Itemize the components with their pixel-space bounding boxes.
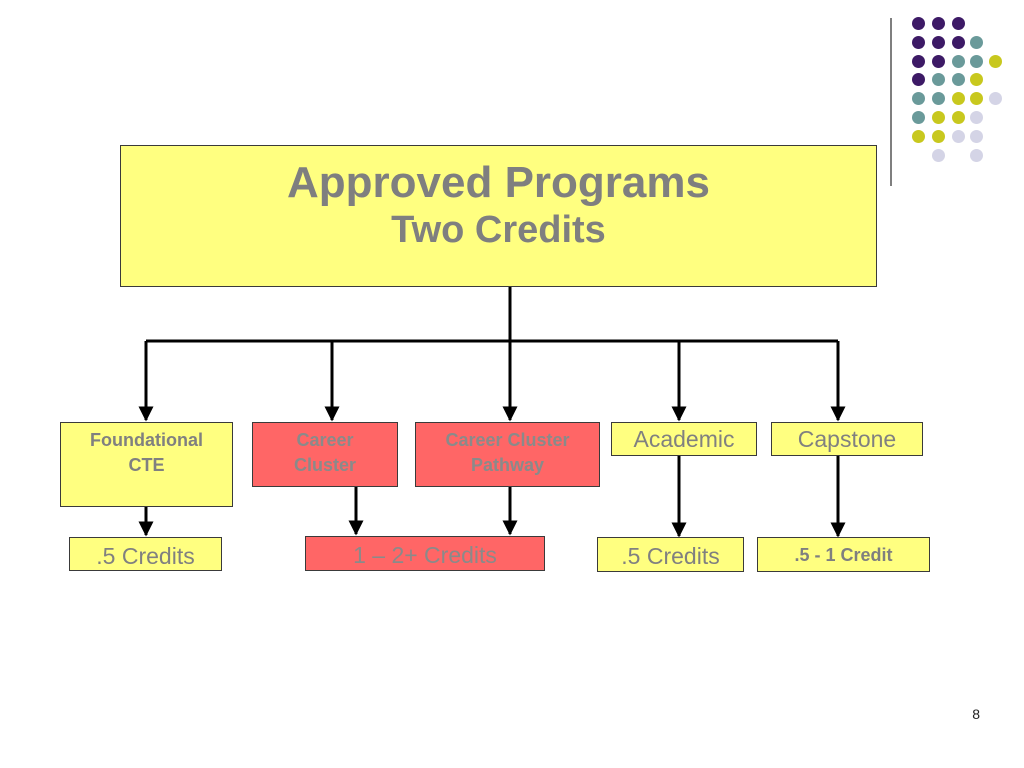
cluster-pathway-credits-box: 1 – 2+ Credits [305,536,545,571]
dot-purple [912,17,925,30]
foundational-credits-box: .5 Credits [69,537,222,571]
academic-label: Academic [633,426,735,452]
dot-teal [932,92,945,105]
dot-olive [952,92,965,105]
cluster-pathway-credits-label: 1 – 2+ Credits [353,542,497,568]
dot-teal [952,73,965,86]
career-cluster-box: Career Cluster [252,422,398,487]
dot-lavender [970,130,983,143]
dot-olive [989,55,1002,68]
dot-purple [932,55,945,68]
career-cluster-line-1: Career [296,430,354,450]
dot-lavender [952,130,965,143]
dot-teal [970,55,983,68]
title-line-2: Two Credits [391,209,606,251]
dot-purple [952,17,965,30]
pathway-line-1: Career Cluster [445,430,570,450]
dot-lavender [932,149,945,162]
page-number: 8 [972,706,980,722]
foundational-cte-box: Foundational CTE [60,422,233,507]
dot-teal [912,111,925,124]
capstone-label: Capstone [797,426,897,452]
pathway-line-2: Pathway [470,455,545,475]
dot-olive [970,92,983,105]
dot-olive [912,130,925,143]
dot-purple [912,73,925,86]
foundational-line-2: CTE [128,455,165,475]
career-cluster-line-2: Cluster [293,455,356,475]
academic-credits-box: .5 Credits [597,537,744,572]
dot-teal [932,73,945,86]
dot-lavender [970,111,983,124]
dot-lavender [989,92,1002,105]
academic-box: Academic [611,422,757,456]
dot-teal [912,92,925,105]
capstone-credits-label: .5 - 1 Credit [794,545,893,565]
foundational-credits-label: .5 Credits [96,543,195,569]
career-cluster-pathway-box: Career Cluster Pathway [415,422,600,487]
dot-olive [970,73,983,86]
dot-teal [952,55,965,68]
capstone-box: Capstone [771,422,923,456]
capstone-credits-box: .5 - 1 Credit [757,537,930,572]
dot-purple [932,36,945,49]
vertical-divider [890,18,892,186]
dot-purple [912,36,925,49]
dot-purple [952,36,965,49]
dot-teal [970,36,983,49]
title-line-1: Approved Programs [287,158,710,207]
academic-credits-label: .5 Credits [621,543,720,569]
dot-purple [932,17,945,30]
dot-olive [952,111,965,124]
dot-olive [932,130,945,143]
approved-programs-box: Approved Programs Two Credits [120,145,877,287]
dot-purple [912,55,925,68]
dot-olive [932,111,945,124]
foundational-line-1: Foundational [90,430,203,450]
dot-lavender [970,149,983,162]
